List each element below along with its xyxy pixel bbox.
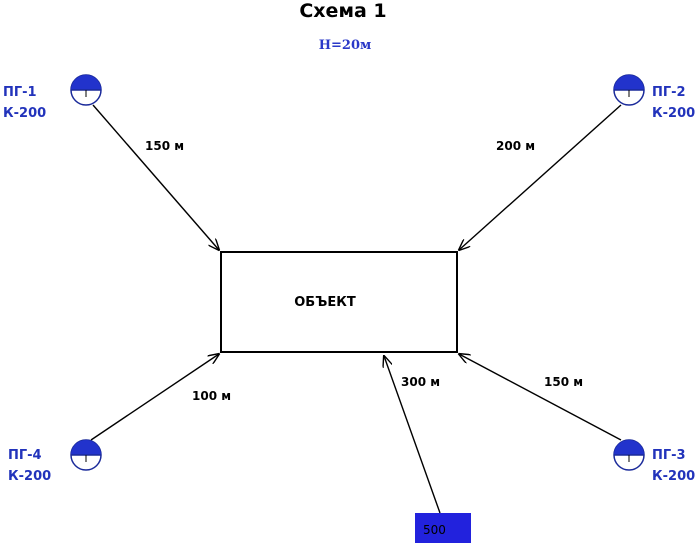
- line-pg2: [459, 104, 622, 250]
- line-pg1: [92, 104, 219, 250]
- line-source: [384, 356, 441, 514]
- hydrant-pg4-name: ПГ-4: [8, 448, 42, 463]
- distance-label-pg2: 200 м: [496, 139, 535, 153]
- hydrant-pg1-icon: [70, 74, 102, 106]
- hydrant-pg4-type: К-200: [8, 469, 51, 484]
- object-label: ОБЪЕКТ: [294, 295, 356, 310]
- hydrant-pg2-icon: [613, 74, 645, 106]
- hydrant-pg2-name: ПГ-2: [652, 85, 686, 100]
- distance-label-pg3: 150 м: [544, 375, 583, 389]
- water-source-box: [415, 513, 471, 543]
- hydrant-pg1-type: К-200: [3, 106, 46, 121]
- water-source-label: 500: [423, 523, 446, 537]
- object-box: [220, 251, 458, 353]
- hydrant-pg3-icon: [613, 439, 645, 471]
- hydrant-pg3-name: ПГ-3: [652, 448, 686, 463]
- hydrant-pg4-icon: [70, 439, 102, 471]
- hydrant-pg1-name: ПГ-1: [3, 85, 37, 100]
- diagram-title: Схема 1: [299, 0, 386, 22]
- hydrant-pg2-type: К-200: [652, 106, 695, 121]
- diagram-subtitle: H=20м: [319, 38, 372, 53]
- distance-label-pg1: 150 м: [145, 139, 184, 153]
- distance-label-source: 300 м: [401, 375, 440, 389]
- distance-label-pg4: 100 м: [192, 389, 231, 403]
- line-pg4: [90, 354, 219, 441]
- hydrant-pg3-type: К-200: [652, 469, 695, 484]
- line-pg3: [459, 354, 622, 441]
